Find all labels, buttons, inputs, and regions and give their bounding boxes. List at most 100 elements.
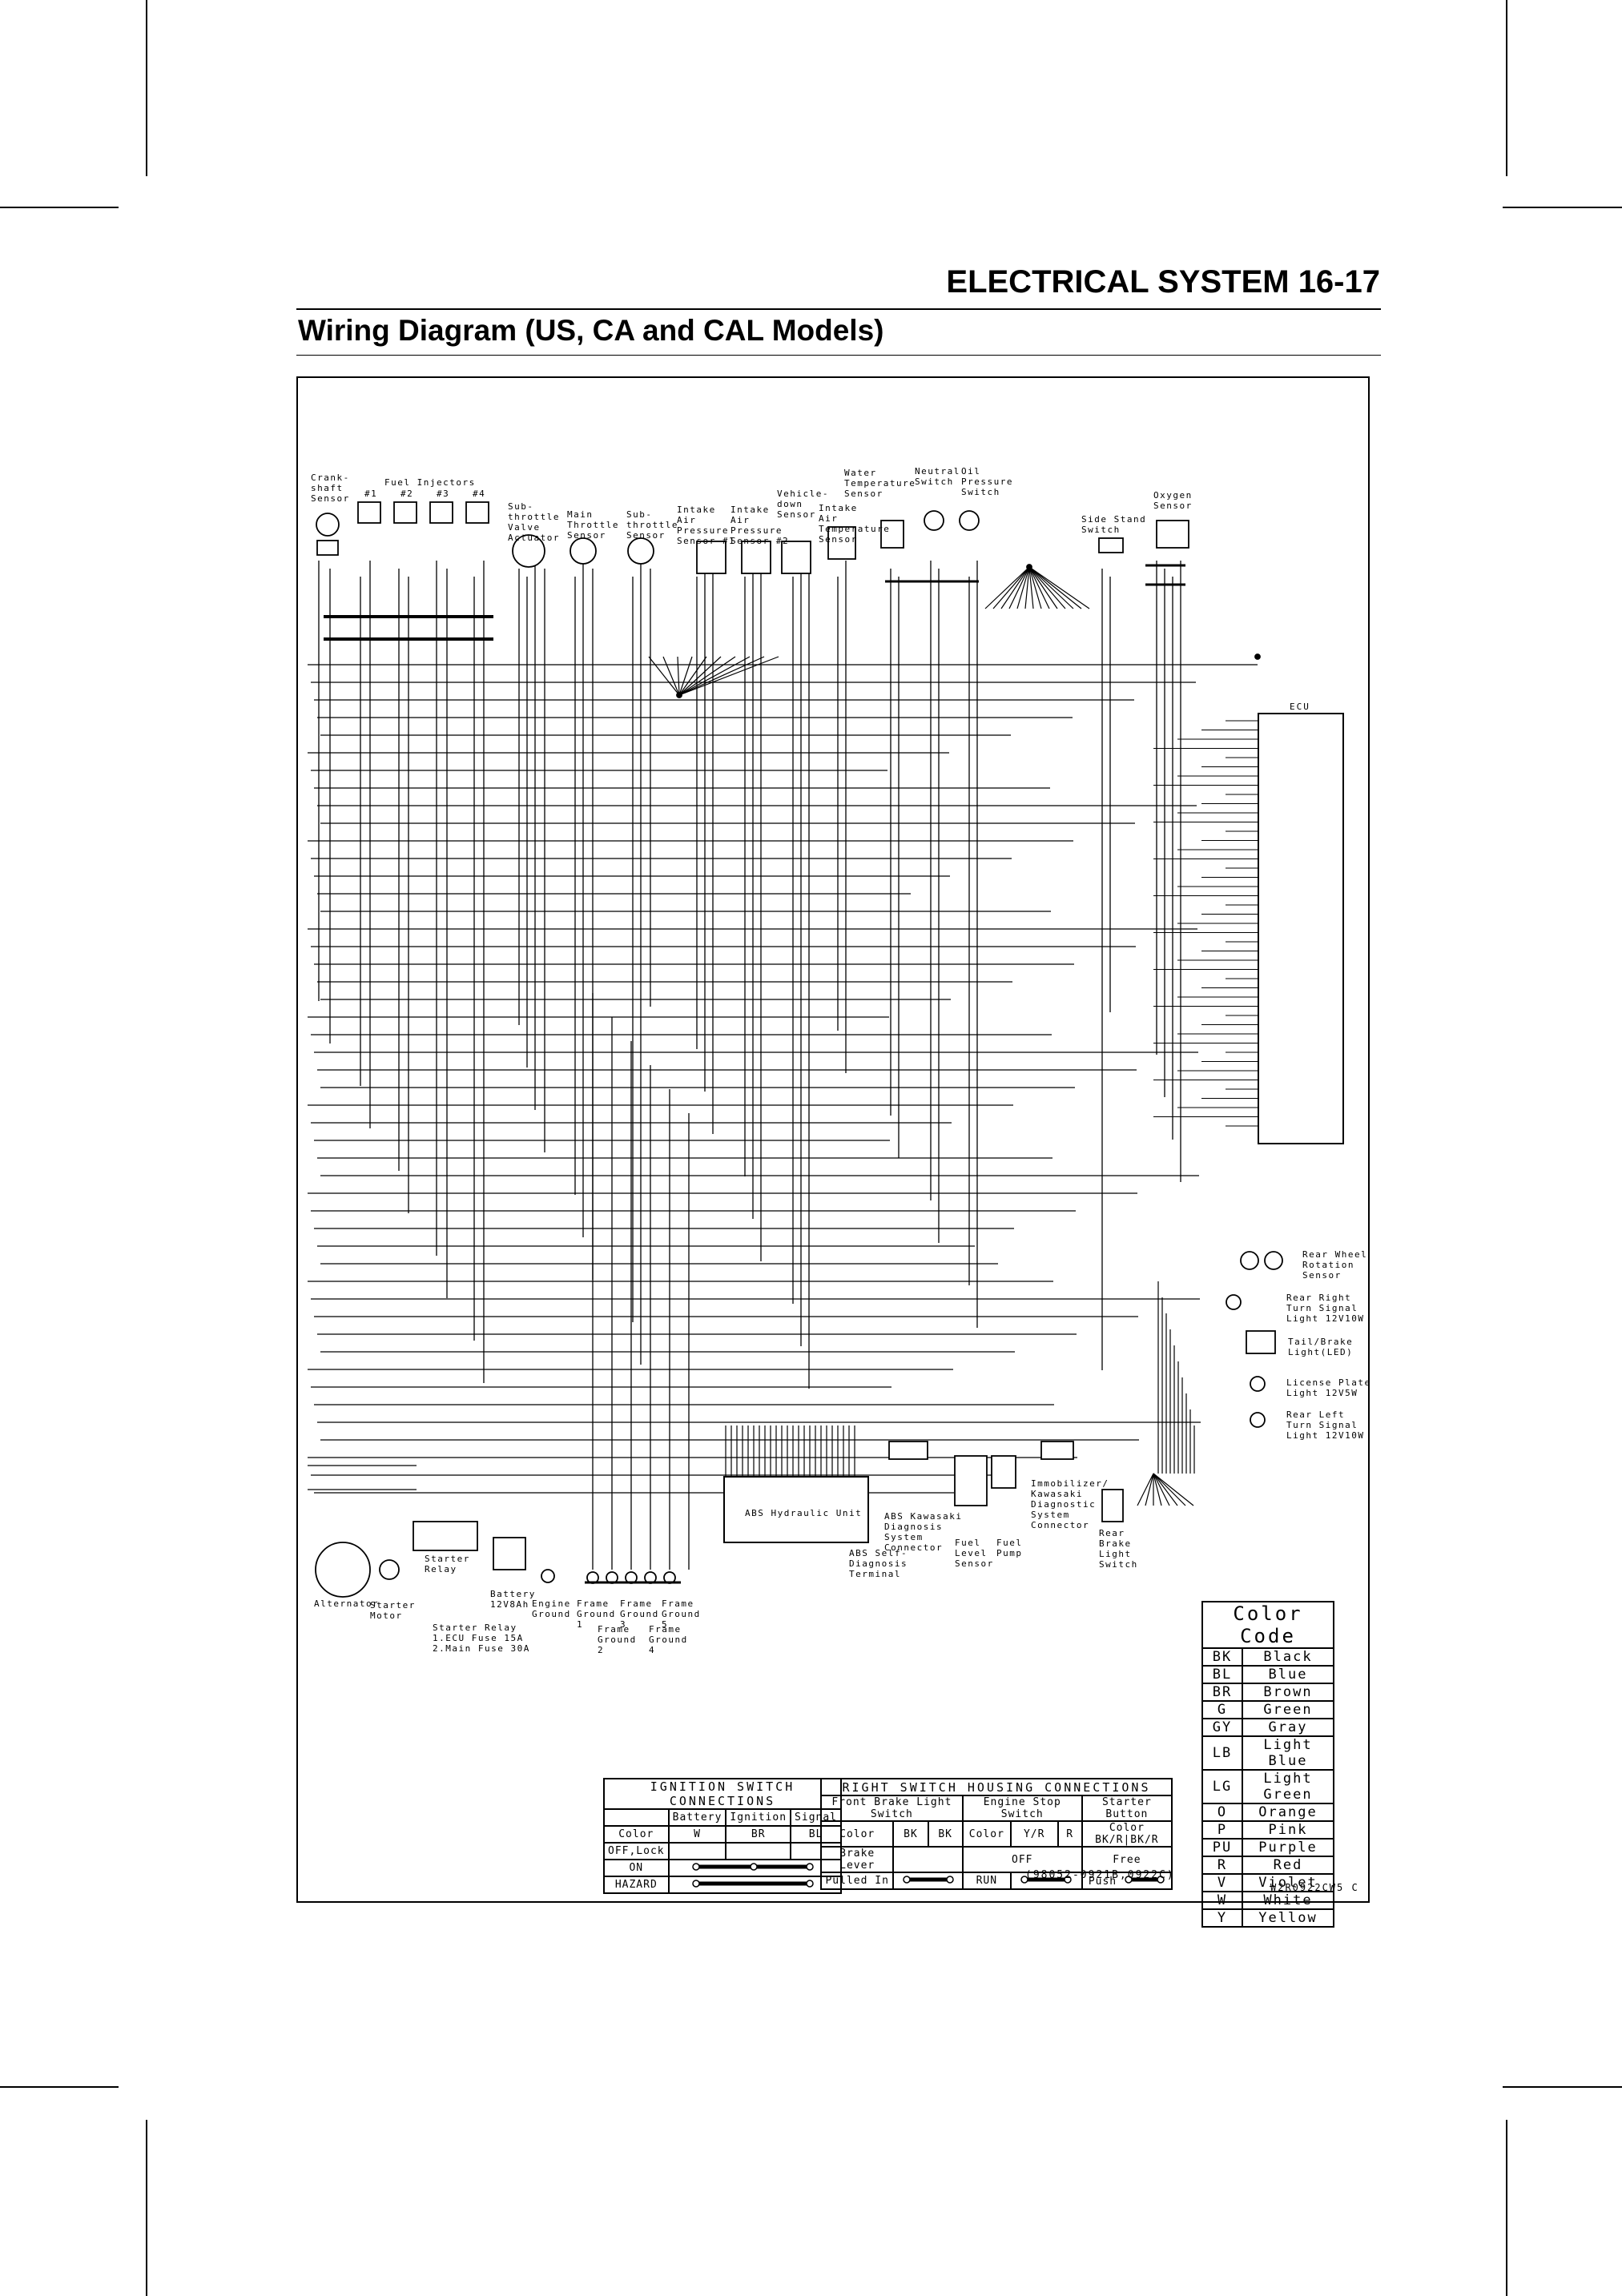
fb-color-2: BK (927, 1820, 964, 1848)
fuel-injector-symbol (357, 501, 381, 524)
es-run-connection (1009, 1872, 1083, 1890)
abs-self-diagnosis-label: ABS Self- Diagnosis Terminal (849, 1548, 908, 1579)
fuel-injectors-label: Fuel Injectors (384, 477, 476, 488)
ignition-color-label: Color (603, 1825, 670, 1844)
fan-wire (648, 656, 680, 696)
starter-motor-label: Starter Motor (370, 1600, 416, 1621)
fan-wire (1028, 566, 1074, 609)
ecu-box (1258, 713, 1344, 1144)
frame-ground-2-label: Frame Ground 2 (598, 1624, 637, 1655)
header-rule (296, 308, 1381, 310)
sb-color-label: Color (1109, 1822, 1145, 1834)
injector-2-label: #2 (400, 489, 414, 499)
vehicle-down-sensor-symbol (781, 541, 811, 574)
header-rule (296, 355, 1381, 356)
fuel-level-sensor-label: Fuel Level Sensor (955, 1538, 994, 1569)
color-code-title: Color Code (1201, 1601, 1334, 1649)
crop-mark (146, 0, 147, 176)
fan-wire (1028, 566, 1082, 609)
ignition-on-connection (667, 1859, 843, 1877)
section-header: ELECTRICAL SYSTEM 16-17 (946, 264, 1380, 300)
water-temp-sensor-symbol (880, 520, 904, 549)
frame-ground-4-label: Frame Ground 4 (649, 1624, 688, 1655)
diagram-frame (296, 376, 1370, 1903)
fuel-pump-label: Fuel Pump (996, 1538, 1023, 1558)
rear-wheel-sensor-label: Rear Wheel Rotation Sensor (1302, 1249, 1368, 1281)
iap-sensor-1-symbol (696, 541, 726, 574)
sb-color-2: BK/R (1130, 1834, 1159, 1846)
sb-row-free: Free (1081, 1846, 1173, 1873)
ignition-color-ignition: BR (725, 1825, 792, 1844)
fan-wire (1028, 566, 1050, 609)
starter-relay-fuse-note: Starter Relay 1.ECU Fuse 15A 2.Main Fuse… (433, 1622, 530, 1654)
fan-wire (678, 656, 722, 696)
license-plate-light-label: License Plate Light 12V5W (1286, 1377, 1371, 1398)
frame-ground-1-label: Frame Ground 1 (577, 1598, 616, 1630)
fan-wire (1153, 1473, 1194, 1506)
iat-sensor-symbol (827, 526, 856, 560)
es-color-1: Y/R (1009, 1820, 1059, 1848)
fuel-injector-symbol (393, 501, 417, 524)
oxygen-sensor-label: Oxygen Sensor (1153, 490, 1193, 511)
crop-mark (1506, 2120, 1507, 2296)
es-color-2: R (1057, 1820, 1083, 1848)
alternator-label: Alternator (314, 1598, 380, 1609)
starter-relay-label: Starter Relay (425, 1554, 470, 1574)
splice-dot (1254, 653, 1261, 660)
crop-mark (1503, 2086, 1622, 2088)
fan-wire (1028, 566, 1034, 609)
sub-throttle-actuator-label: Sub- throttle Valve Actuator (508, 501, 560, 543)
color-abbrev: P (1201, 1820, 1243, 1840)
fb-row-pulled-in: Pulled In (819, 1872, 895, 1890)
rear-left-turn-label: Rear Left Turn Signal Light 12V10W (1286, 1409, 1365, 1441)
color-name: Gray (1242, 1718, 1334, 1737)
fan-wire (662, 656, 680, 696)
fan-wire (1145, 1473, 1154, 1506)
color-name: Purple (1242, 1838, 1334, 1857)
side-stand-switch-symbol (1098, 537, 1124, 553)
injector-3-label: #3 (437, 489, 450, 499)
crankshaft-connector (316, 540, 339, 556)
battery-symbol (493, 1537, 526, 1570)
crop-mark (0, 2086, 119, 2088)
color-name: Violet (1242, 1873, 1334, 1892)
fan-wire (1153, 1473, 1162, 1506)
crop-mark (146, 2120, 147, 2296)
fuel-injector-symbol (429, 501, 453, 524)
neutral-switch-symbol (924, 510, 944, 531)
splice-dot (1026, 564, 1032, 570)
sb-colors: Color BK/R|BK/R (1081, 1820, 1173, 1848)
injector-4-label: #4 (473, 489, 486, 499)
fan-wire (1000, 566, 1030, 609)
rear-brake-switch-symbol (1101, 1489, 1124, 1522)
color-name: Blue (1242, 1665, 1334, 1684)
color-abbrev: V (1201, 1873, 1243, 1892)
color-name: Light Blue (1242, 1735, 1334, 1771)
starter-motor-symbol (379, 1559, 400, 1580)
color-name: Yellow (1242, 1908, 1334, 1928)
engine-ground-label: Engine Ground (532, 1598, 571, 1619)
main-throttle-sensor-symbol (570, 537, 597, 565)
starter-relay-symbol (413, 1521, 478, 1551)
color-abbrev: BK (1201, 1647, 1243, 1667)
drawing-code: W2R0922CW5 C (1270, 1882, 1359, 1893)
injector-1-label: #1 (364, 489, 378, 499)
ignition-row-off-lock: OFF,Lock (603, 1842, 670, 1860)
iat-sensor-label: Intake Air Temperature Sensor (819, 503, 891, 545)
fan-wire (1028, 566, 1066, 609)
color-name: White (1242, 1891, 1334, 1910)
sb-color-1: BK/R (1095, 1834, 1124, 1846)
rear-wheel-sensor-symbol (1240, 1251, 1259, 1270)
